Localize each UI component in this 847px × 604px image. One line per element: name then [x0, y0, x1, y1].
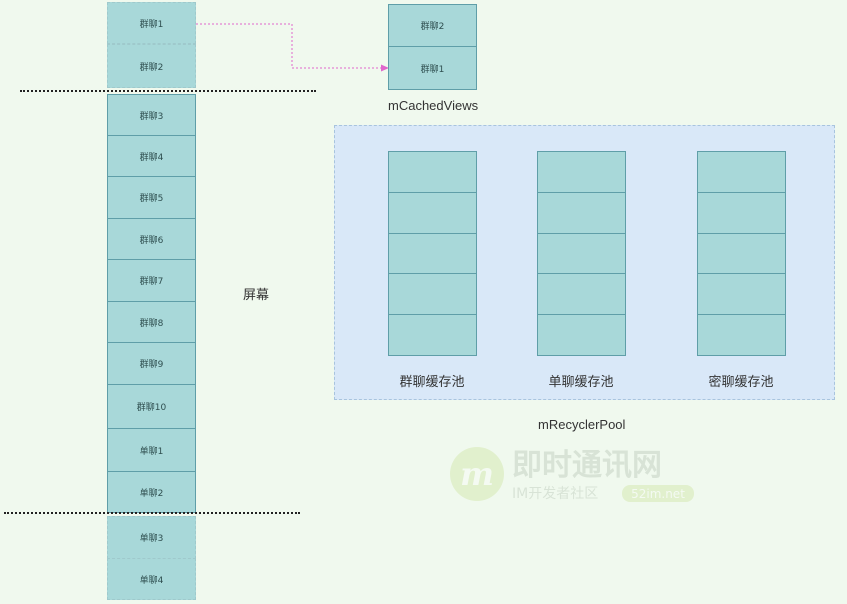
- list-item-label: 群聊4: [139, 152, 164, 163]
- list-item: 群聊5: [107, 176, 196, 219]
- pool-stack-secret: [697, 151, 786, 356]
- list-item-label: 群聊10: [136, 403, 167, 413]
- recycle-arrow-line: [196, 23, 382, 69]
- list-item-label: 群聊3: [139, 111, 164, 122]
- list-item-label: 单聊3: [139, 534, 164, 544]
- list-item: 单聊3: [107, 516, 196, 559]
- pool-slot: [697, 151, 786, 193]
- list-item: 单聊2: [107, 471, 196, 513]
- pool-slot: [697, 232, 786, 275]
- list-item: 群聊9: [107, 342, 196, 385]
- pool-name-secret: 密聊缓存池: [708, 375, 774, 390]
- watermark: m 即时通讯网 IM开发者社区 52im.net: [448, 444, 698, 511]
- watermark-site: 52im.net: [631, 487, 685, 501]
- cached-view-item: 群聊2: [388, 4, 477, 47]
- recycle-arrow-head: [381, 64, 389, 72]
- cached-view-label: 群聊1: [420, 64, 445, 75]
- pool-slot: [697, 273, 786, 316]
- screen-bottom-boundary: [4, 512, 300, 514]
- list-item: 群聊2: [107, 44, 196, 88]
- list-item-label: 单聊4: [139, 575, 164, 586]
- list-item: 群聊4: [107, 135, 196, 177]
- pool-slot: [537, 273, 626, 316]
- list-item: 群聊3: [107, 94, 196, 136]
- recycler-pool-caption: mRecyclerPool: [538, 417, 626, 432]
- list-item-label: 群聊1: [139, 19, 164, 30]
- list-item-label: 单聊1: [139, 446, 164, 457]
- cached-view-item: 群聊1: [388, 46, 477, 90]
- pool-slot: [537, 314, 626, 356]
- watermark-logo-circle: [450, 447, 504, 501]
- pool-slot: [537, 232, 626, 275]
- pool-slot: [388, 191, 477, 234]
- pool-name-group: 群聊缓存池: [399, 375, 465, 390]
- watermark-tagline: IM开发者社区: [512, 486, 598, 502]
- list-item: 群聊1: [107, 2, 196, 44]
- list-item: 单聊4: [107, 558, 196, 600]
- pool-slot: [388, 151, 477, 193]
- cached-views-caption: mCachedViews: [388, 98, 479, 113]
- list-item-label: 群聊2: [139, 62, 164, 73]
- list-item-label: 群聊6: [139, 235, 164, 246]
- pool-slot: [388, 273, 477, 316]
- watermark-logo: m 即时通讯网 IM开发者社区 52im.net: [450, 447, 694, 502]
- screen-top-boundary: [20, 90, 316, 92]
- pool-slot: [697, 314, 786, 356]
- watermark-logo-letter: m: [460, 455, 494, 493]
- list-item-label: 群聊9: [139, 360, 164, 370]
- list-item: 群聊7: [107, 259, 196, 302]
- list-item: 群聊6: [107, 218, 196, 260]
- pool-stack-single: [537, 151, 626, 356]
- screen-label: 屏幕: [243, 288, 270, 303]
- pool-slot: [537, 191, 626, 234]
- cached-view-label: 群聊2: [420, 22, 445, 32]
- pool-stack-group: [388, 151, 477, 363]
- pool-slot: [388, 314, 477, 356]
- pool-slot: [388, 232, 477, 275]
- pool-name-single: 单聊缓存池: [548, 375, 614, 390]
- list-item-label: 群聊5: [139, 194, 164, 204]
- list-item-label: 群聊7: [139, 277, 164, 287]
- pool-slot: [537, 151, 626, 193]
- list-item-label: 单聊2: [139, 488, 164, 499]
- watermark-brand: 即时通讯网: [512, 448, 662, 483]
- list-item-label: 群聊8: [139, 318, 164, 329]
- pool-slot: [697, 191, 786, 234]
- watermark-site-badge: [622, 485, 694, 502]
